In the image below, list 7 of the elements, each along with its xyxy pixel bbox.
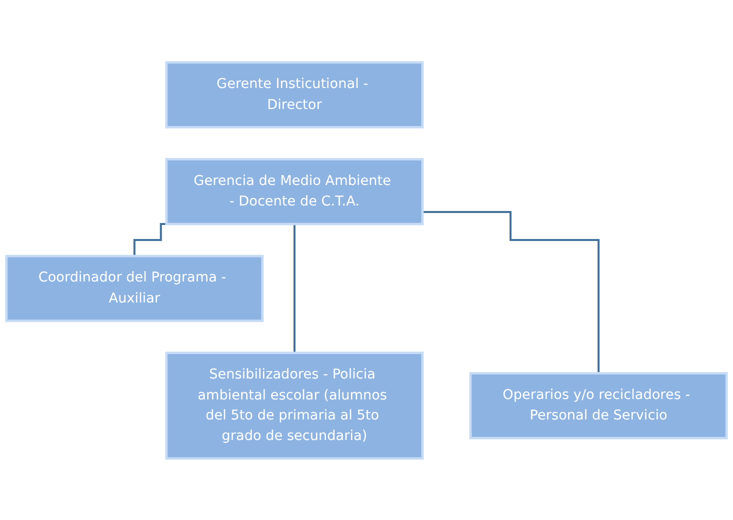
role-box: Coordinador del Programa - Auxiliar <box>5 254 264 322</box>
role-box: Gerencia de Medio Ambiente - Docente de C.T.A. <box>165 158 424 225</box>
role-box: Operarios y/o recicladores - Personal de Servicio <box>469 372 728 439</box>
role-box: Gerente Insticutional - Director <box>165 60 424 128</box>
connector <box>422 210 600 374</box>
connector <box>293 222 296 354</box>
role-box: Sensibilizadores - Policia ambiental escolar (alumnos del 5to de primaria al 5to grado de secundaria) <box>165 351 424 460</box>
